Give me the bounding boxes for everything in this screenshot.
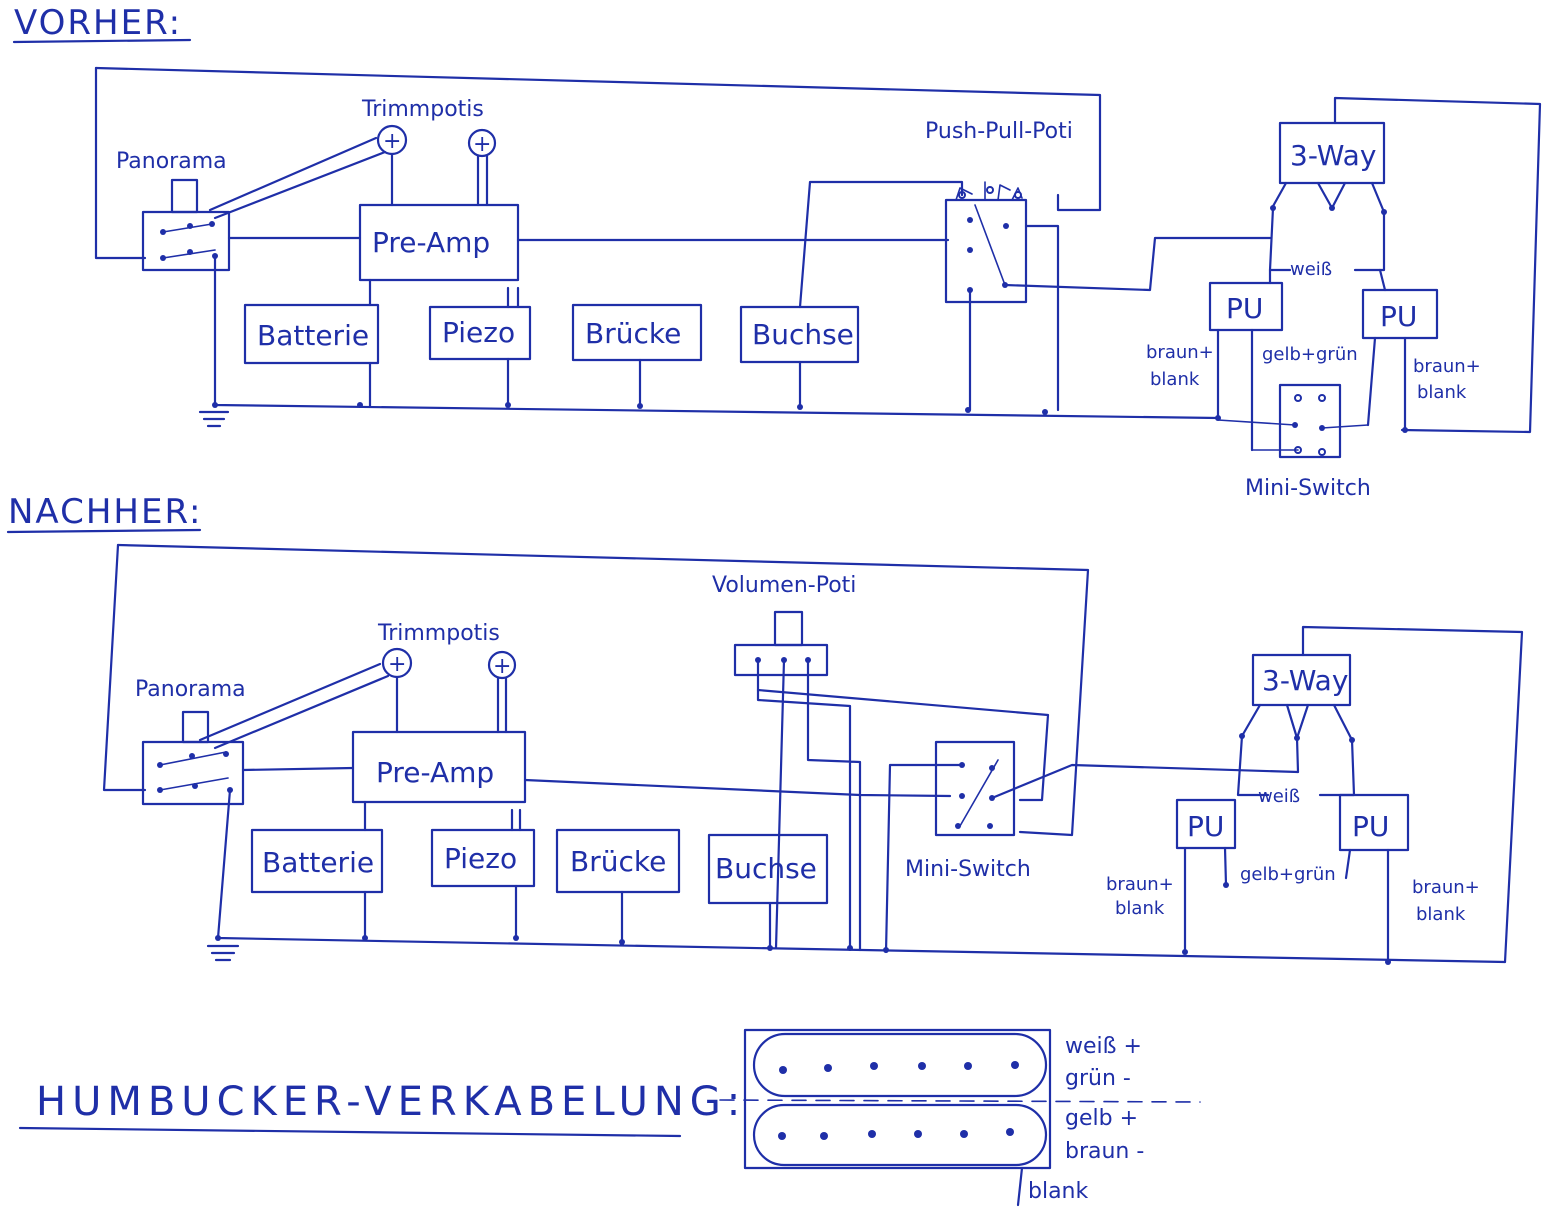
label-trimmpotis: Trimmpotis	[361, 97, 484, 122]
label-braun-blank-right-b-before: blank	[1417, 382, 1467, 403]
trimmpoti-1-plus: +	[383, 129, 401, 154]
label-weiss-before: weiß	[1290, 259, 1332, 280]
after-diagram: Panorama + + Trimmpotis Pre-Amp Batterie…	[102, 543, 1524, 965]
pu-right-before	[1361, 288, 1439, 340]
label-pre-amp: Pre-Amp	[372, 226, 490, 259]
legend-blank: blank	[1028, 1179, 1089, 1204]
piezo-box	[428, 305, 532, 361]
pre-amp-box	[358, 203, 520, 282]
legend-gelb-plus: gelb +	[1065, 1106, 1138, 1131]
label-pu-left-after: PU	[1187, 810, 1224, 843]
label-mini-switch-after: Mini-Switch	[905, 857, 1031, 882]
label-mini-switch-before: Mini-Switch	[1245, 476, 1371, 501]
volumen-poti: Volumen-Poti	[712, 573, 1050, 952]
heading-humbucker: HUMBUCKER-VERKABELUNG:	[36, 1079, 746, 1125]
label-panorama: Panorama	[116, 149, 227, 174]
label-batterie-after: Batterie	[262, 846, 374, 879]
pu-left-after	[1175, 798, 1237, 850]
label-bruecke: Brücke	[585, 317, 681, 350]
label-weiss-after: weiß	[1258, 786, 1300, 807]
trimmpotis-after: + + Trimmpotis	[198, 621, 517, 750]
trimmpoti-2-plus: +	[473, 132, 491, 157]
label-trimmpotis-after: Trimmpotis	[377, 621, 500, 646]
legend-gruen-minus: grün -	[1065, 1066, 1131, 1091]
label-pu-right-before: PU	[1380, 300, 1417, 333]
buchse-box-after	[707, 833, 829, 905]
label-buchse: Buchse	[752, 318, 854, 351]
heading-after: NACHHER:	[8, 492, 202, 532]
humbucker-section: HUMBUCKER-VERKABELUNG: weiß + grün - gel…	[18, 1028, 1201, 1207]
label-braun-blank-right-b-after: blank	[1416, 904, 1466, 925]
label-braun-blank-left-a-before: braun+	[1146, 342, 1214, 363]
trimmpoti-2-plus-after: +	[493, 654, 511, 679]
piezo-box-after	[430, 828, 536, 888]
label-braun-blank-left-b-before: blank	[1150, 369, 1200, 390]
bruecke-box-after	[555, 828, 681, 894]
label-braun-blank-right-a-before: braun+	[1413, 356, 1481, 377]
label-pu-left-before: PU	[1226, 292, 1263, 325]
pu-left-before	[1208, 281, 1284, 332]
label-piezo: Piezo	[442, 316, 515, 349]
label-pu-right-after: PU	[1352, 810, 1389, 843]
three-way-switch-before: 3-Way	[1268, 96, 1542, 434]
legend-braun-minus: braun -	[1065, 1139, 1144, 1164]
trimmpoti-1-plus-after: +	[388, 652, 406, 677]
label-braun-blank-left-a-after: braun+	[1106, 874, 1174, 895]
push-pull-poti: Push-Pull-Poti	[925, 119, 1073, 304]
label-batterie: Batterie	[257, 319, 369, 352]
humbucker-coil-bottom	[752, 1103, 1048, 1167]
pu-right-after	[1338, 793, 1410, 852]
label-braun-blank-left-b-after: blank	[1115, 898, 1165, 919]
batterie-box-after	[250, 828, 384, 894]
label-gelb-gruen-before: gelb+grün	[1262, 344, 1358, 365]
mini-switch-after: Mini-Switch	[884, 740, 1300, 954]
batterie-box	[243, 303, 380, 365]
three-way-switch-after: 3-Way	[1236, 625, 1524, 964]
label-panorama-after: Panorama	[135, 677, 246, 702]
legend-weiss-plus: weiß +	[1065, 1034, 1142, 1059]
label-3-way-after: 3-Way	[1262, 664, 1348, 697]
trimmpotis: + + Trimmpotis	[208, 97, 497, 220]
bruecke-box	[571, 303, 703, 362]
label-pre-amp-after: Pre-Amp	[376, 756, 494, 789]
label-3-way-before: 3-Way	[1290, 139, 1376, 172]
mini-switch-before: Mini-Switch	[1217, 383, 1371, 501]
label-braun-blank-right-a-after: braun+	[1412, 877, 1480, 898]
humbucker-frame	[743, 1028, 1052, 1170]
label-gelb-gruen-after: gelb+grün	[1240, 864, 1336, 885]
label-volumen-poti: Volumen-Poti	[712, 573, 856, 598]
label-bruecke-after: Brücke	[570, 845, 666, 878]
label-piezo-after: Piezo	[444, 842, 517, 875]
label-buchse-after: Buchse	[715, 852, 817, 885]
humbucker-coil-top	[752, 1032, 1048, 1098]
before-diagram: Panorama + + Trimmpotis Pre-Amp Batterie…	[94, 66, 1542, 501]
heading-before: VORHER:	[14, 3, 182, 43]
label-push-pull-poti: Push-Pull-Poti	[925, 119, 1073, 144]
panorama-switch-after: Panorama	[135, 677, 246, 806]
